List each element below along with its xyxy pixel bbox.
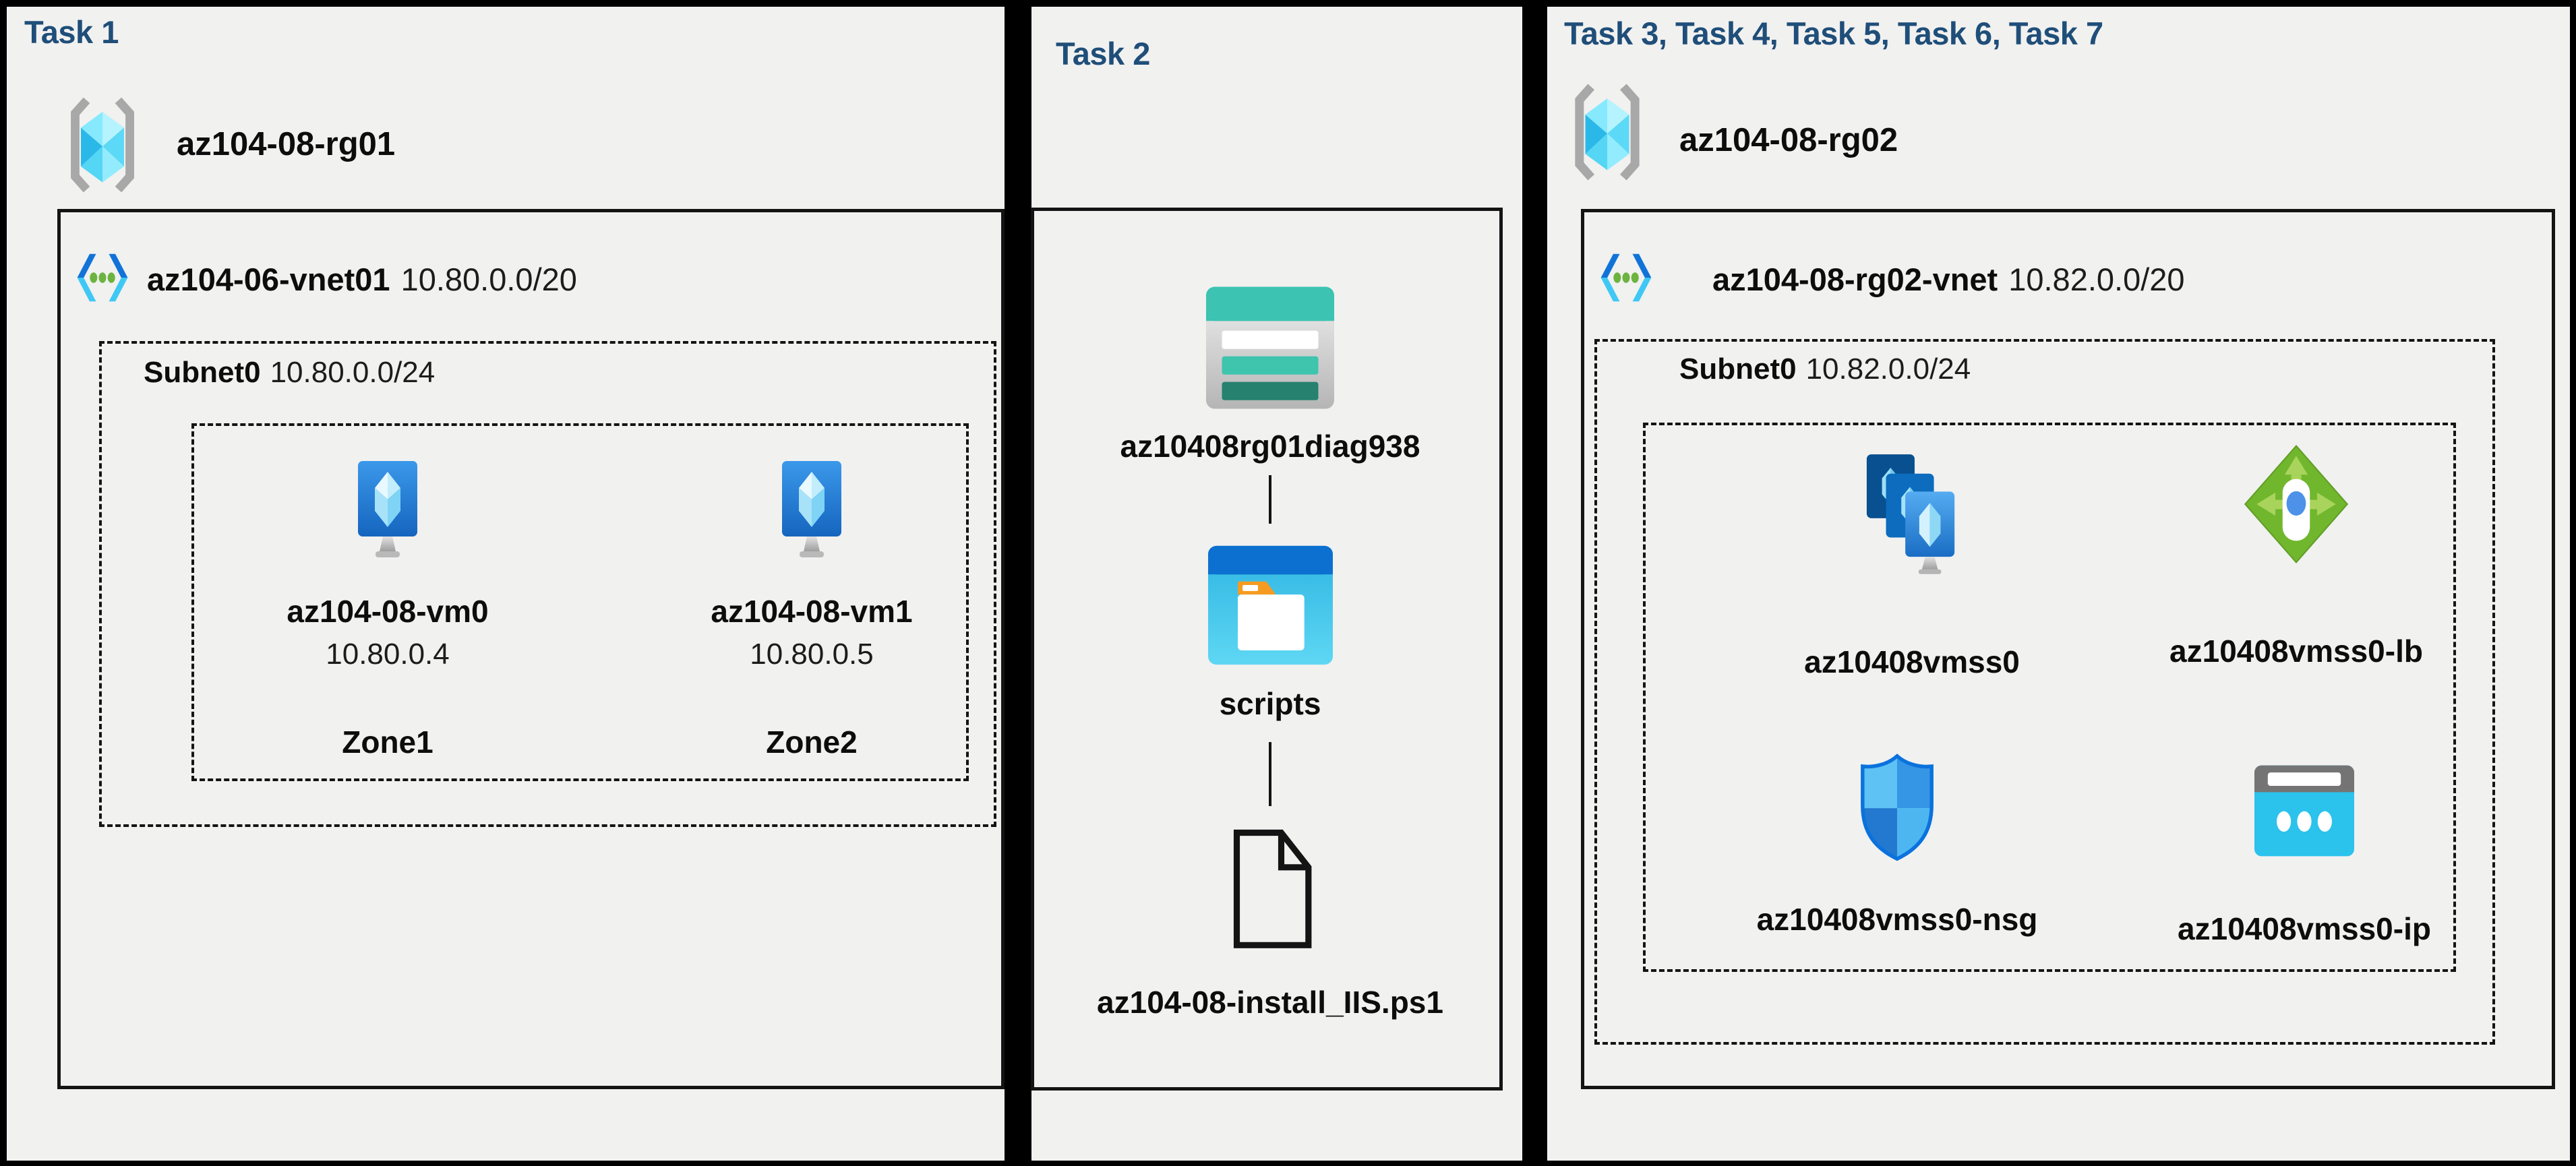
task1-title: Task 1	[24, 14, 119, 50]
load-balancer-icon	[2244, 444, 2349, 564]
virtual-network-icon	[1600, 253, 1652, 302]
public-ip-name: az10408vmss0-ip	[2178, 911, 2431, 946]
vm-name: az104-08-vm0	[287, 594, 489, 629]
subnet-name: Subnet0	[1679, 352, 1797, 386]
vm-zone: Zone2	[766, 725, 858, 760]
resource-group-name: az104-08-rg01	[177, 126, 396, 162]
subnet-name: Subnet0	[144, 356, 261, 389]
vnet-name: az104-06-vnet01	[147, 262, 390, 297]
vmss-group: az10408vmss0	[1720, 450, 2104, 680]
vm1-group: az104-08-vm1 10.80.0.5 Zone2	[670, 460, 953, 760]
vnet-label: az104-08-rg02-vnet 10.82.0.0/20	[1712, 261, 2185, 298]
vm-ip: 10.80.0.5	[750, 638, 874, 671]
virtual-machine-icon	[782, 461, 841, 557]
container-name: scripts	[1219, 686, 1321, 721]
storage-account-name: az10408rg01diag938	[1120, 429, 1420, 464]
task2-box: az10408rg01diag938 scripts az104-08-in	[1031, 208, 1503, 1091]
vnet-label: az104-06-vnet01 10.80.0.0/20	[147, 261, 577, 298]
resources-box: az10408vmss0	[1643, 423, 2456, 972]
task3-7-panel: Task 3, Task 4, Task 5, Task 6, Task 7 a…	[1547, 7, 2570, 1161]
virtual-machine-icon	[358, 461, 417, 557]
network-security-group-icon	[1861, 754, 1934, 861]
vnet-name: az104-08-rg02-vnet	[1712, 262, 1998, 297]
load-balancer-name: az10408vmss0-lb	[2169, 634, 2423, 669]
resource-group-icon	[71, 97, 134, 193]
storage-account-icon	[1206, 286, 1334, 409]
task2-panel: Task 2 az10408rg01diag938	[1031, 7, 1522, 1161]
task2-title: Task 2	[1056, 36, 1150, 71]
public-ip-group: az10408vmss0-ip	[2112, 761, 2496, 947]
subnet-label: Subnet0 10.80.0.0/24	[144, 356, 435, 390]
task3-7-title: Task 3, Task 4, Task 5, Task 6, Task 7	[1564, 16, 2103, 51]
vmss-name: az10408vmss0	[1804, 644, 2020, 679]
nsg-group: az10408vmss0-nsg	[1705, 745, 2089, 938]
vm-ip: 10.80.0.4	[326, 638, 450, 671]
nsg-name: az10408vmss0-nsg	[1756, 902, 2038, 937]
vm-zone: Zone1	[342, 725, 433, 760]
public-ip-icon	[2254, 765, 2354, 857]
vm-scale-set-icon	[1866, 454, 1955, 574]
load-balancer-group: az10408vmss0-lb	[2104, 440, 2488, 669]
task2-flow: az10408rg01diag938 scripts az104-08-in	[1034, 286, 1506, 1020]
task1-panel: Task 1 az104-08-rg01 az104-06-v	[7, 7, 1005, 1161]
blob-container-icon	[1207, 545, 1333, 665]
subnet-cidr: 10.80.0.0/24	[270, 356, 436, 389]
vm0-group: az104-08-vm0 10.80.0.4 Zone1	[246, 460, 529, 760]
vnet-cidr: 10.80.0.0/20	[400, 262, 577, 297]
vm-name: az104-08-vm1	[711, 594, 913, 629]
script-file-name: az104-08-install_IIS.ps1	[1097, 985, 1443, 1020]
vnet-cidr: 10.82.0.0/20	[2008, 262, 2185, 297]
virtual-network-icon	[77, 253, 128, 302]
script-file-icon	[1233, 829, 1312, 948]
connector-line	[1269, 475, 1271, 524]
vnet-box-task1: az104-06-vnet01 10.80.0.0/20 Subnet0 10.80…	[57, 209, 1005, 1089]
connector-line	[1269, 742, 1271, 806]
resource-group-name: az104-08-rg02	[1679, 122, 1898, 158]
resource-group-icon	[1575, 84, 1640, 181]
subnet-cidr: 10.82.0.0/24	[1805, 352, 1971, 386]
zone-box: az104-08-vm0 10.80.0.4 Zone1	[191, 423, 969, 781]
